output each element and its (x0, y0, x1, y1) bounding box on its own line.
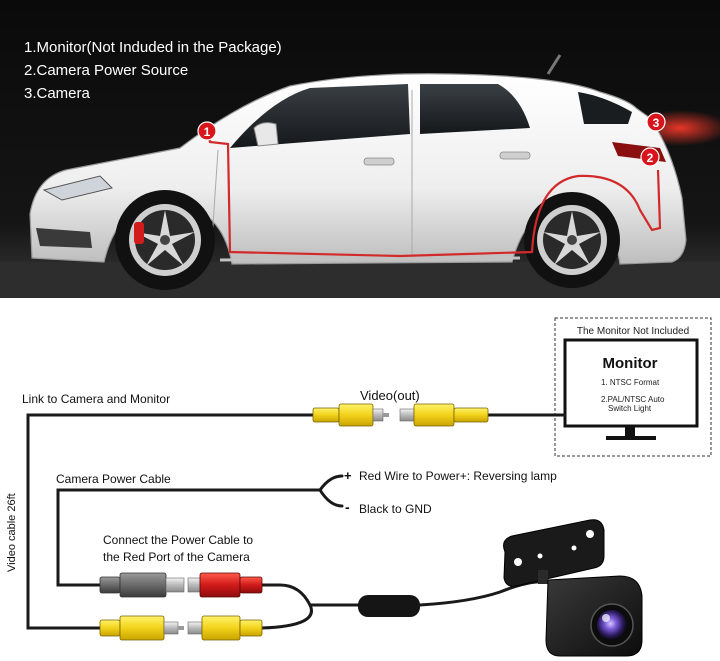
monitor-box-label: The Monitor Not Included (577, 326, 689, 337)
marker-3: 3 (646, 112, 666, 132)
connect-note-line-1: Connect the Power Cable to (103, 533, 253, 547)
legend-item-2: 2.Camera Power Source (24, 62, 188, 79)
monitor-spec-1: 1. NTSC Format (601, 378, 660, 387)
video-cable-label: Video cable 26ft (6, 493, 18, 572)
connect-note-line-2: the Red Port of the Camera (103, 550, 250, 564)
camera-video-plug-right (187, 615, 263, 641)
rear-camera (503, 519, 643, 657)
minus-sign: - (345, 499, 350, 515)
cable-route (206, 131, 662, 258)
marker-1: 1 (197, 121, 217, 141)
video-out-label: Video(out) (360, 388, 420, 403)
power-cable-label: Camera Power Cable (56, 472, 171, 486)
legend-item-1: 1.Monitor(Not Induded in the Package) (24, 39, 282, 56)
black-wire-label: Black to GND (359, 502, 432, 516)
car-illustration (29, 54, 687, 290)
front-wheel (115, 190, 215, 290)
svg-text:2: 2 (647, 151, 654, 165)
video-out-male-plug (312, 403, 389, 427)
monitor-spec-2-line-1: 2.PAL/NTSC Auto (601, 395, 665, 404)
monitor-title: Monitor (603, 355, 658, 372)
rear-wheel (524, 192, 620, 288)
link-label: Link to Camera and Monitor (22, 392, 170, 406)
red-wire-label: Red Wire to Power+: Reversing lamp (359, 469, 557, 483)
red-power-plug (187, 572, 263, 598)
plus-sign: + (344, 468, 352, 483)
grey-power-plug (99, 572, 185, 598)
legend-item-3: 3.Camera (24, 85, 91, 102)
svg-text:1: 1 (204, 125, 211, 139)
monitor-spec-2-line-2: Switch Light (608, 404, 652, 413)
cable-junction-block (358, 595, 420, 617)
marker-2: 2 (640, 147, 660, 167)
camera-video-plug-left (99, 615, 184, 641)
monitor-box (554, 317, 712, 457)
floor (0, 262, 720, 298)
svg-text:3: 3 (653, 116, 660, 130)
video-out-female-plug (399, 403, 489, 427)
monitor-illustration (563, 338, 699, 440)
cables (26, 413, 567, 630)
